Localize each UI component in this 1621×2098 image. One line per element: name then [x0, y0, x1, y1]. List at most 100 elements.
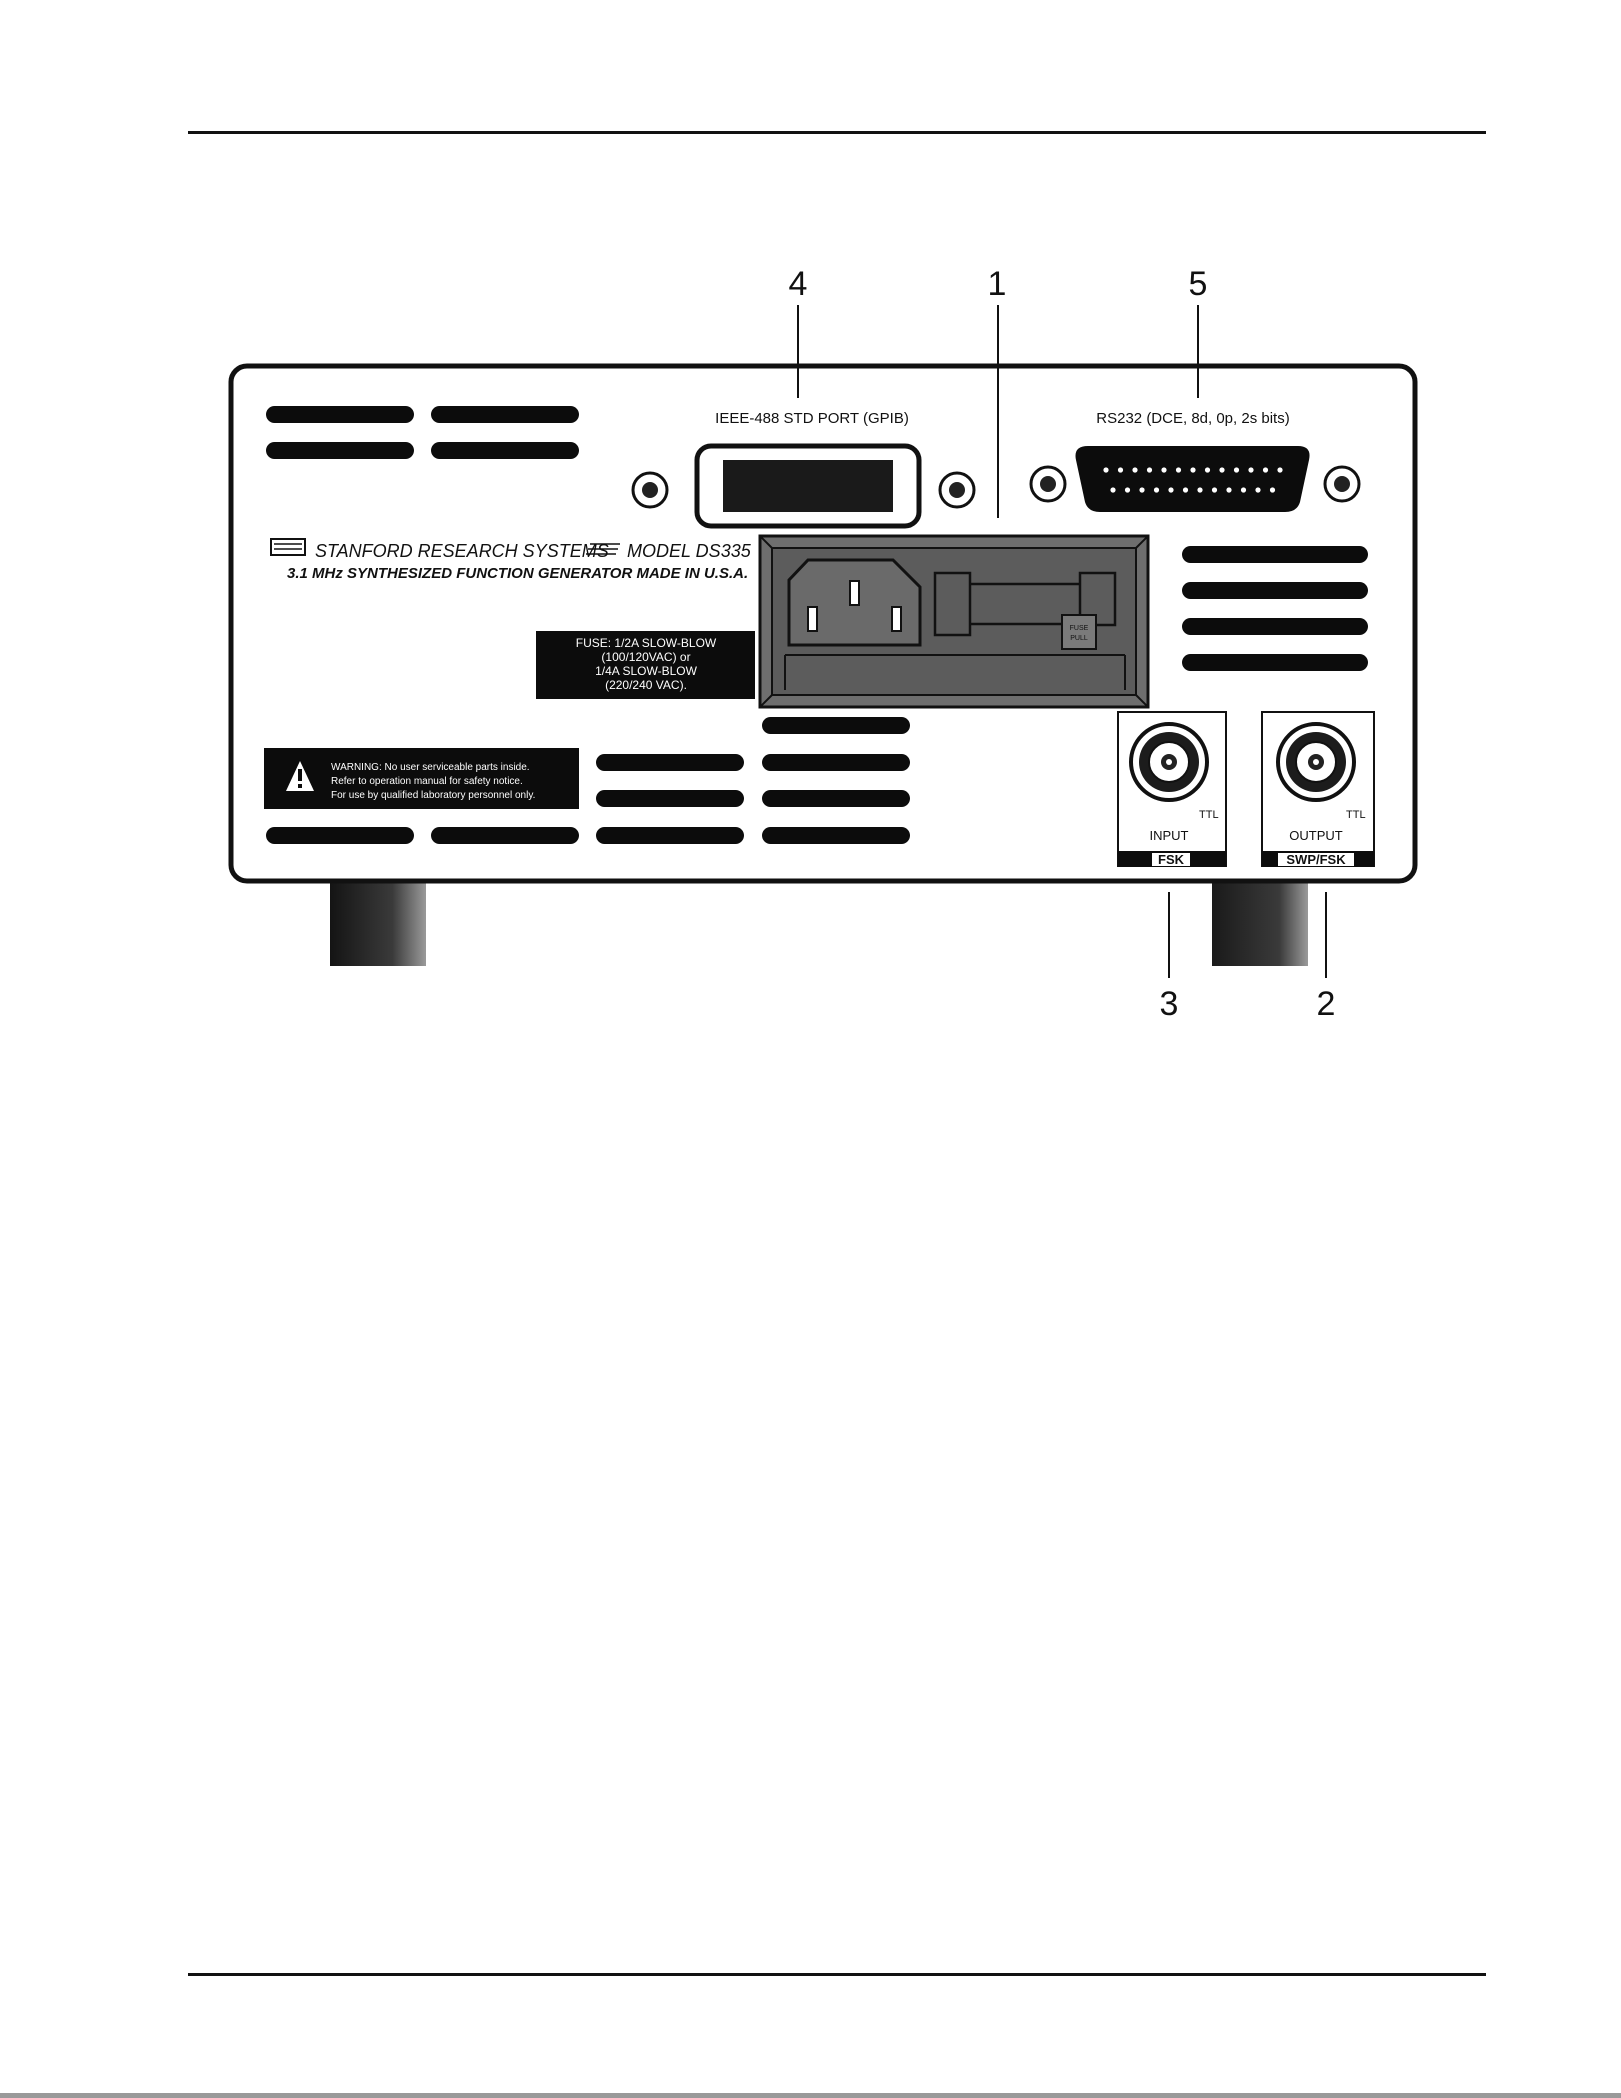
- right-foot: [1212, 882, 1308, 966]
- top-rule: [188, 131, 1486, 134]
- connector-label: INPUT: [1150, 828, 1189, 843]
- fuse-label-line: FUSE: 1/2A SLOW-BLOW: [576, 636, 717, 650]
- vent-slot: [762, 717, 910, 734]
- socket-pin: [849, 580, 860, 606]
- subtitle-line: 3.1 MHz SYNTHESIZED FUNCTION GENERATOR M…: [287, 565, 748, 582]
- ttl-label: TTL: [1346, 809, 1366, 821]
- gpib-connector-face: [723, 460, 893, 512]
- vent-slot: [266, 442, 414, 459]
- fuse-pull-label: FUSE: [1070, 625, 1089, 632]
- vent-slots: [266, 406, 1368, 844]
- gpib-port: [631, 443, 976, 529]
- warning-line: For use by qualified laboratory personne…: [331, 790, 535, 801]
- db25-pin: [1168, 487, 1174, 493]
- callout-4: 4: [789, 265, 808, 303]
- connector-tag: FSK: [1158, 852, 1185, 867]
- vent-slot: [266, 406, 414, 423]
- warning-exclamation-dot: [298, 784, 302, 788]
- fuse-label-box: [536, 631, 755, 699]
- gpib-port-label: IEEE-488 STD PORT (GPIB): [715, 410, 909, 427]
- screw-icon-center: [642, 482, 658, 498]
- srs-logo: [270, 538, 306, 556]
- db25-connector-shell: [1075, 446, 1310, 512]
- ttl-label: TTL: [1199, 809, 1219, 821]
- warning-line: Refer to operation manual for safety not…: [331, 776, 523, 787]
- screw-icon-center: [1040, 476, 1056, 492]
- db25-pin: [1262, 467, 1269, 473]
- fuse-pull-tab: [1061, 614, 1097, 650]
- db25-pin: [1269, 487, 1276, 493]
- db25-pin: [1233, 467, 1240, 473]
- model-line: MODEL DS335: [627, 541, 752, 561]
- warning-label-box: [264, 748, 579, 809]
- output-swp-fsk-connector: TTL OUTPUT SWP/FSK: [1261, 711, 1375, 867]
- socket-pin: [807, 606, 818, 632]
- fuse-pull-label: PULL: [1070, 635, 1088, 642]
- fuse-holder: [1078, 571, 1117, 627]
- db25-pin: [1219, 467, 1225, 473]
- db25-pin: [1248, 467, 1254, 473]
- db25-pin: [1190, 467, 1196, 473]
- vent-slot: [431, 442, 579, 459]
- rs232-port: [1029, 446, 1361, 512]
- rs232-port-label: RS232 (DCE, 8d, 0p, 2s bits): [1096, 410, 1289, 427]
- power-entry-module: FUSE PULL: [758, 534, 1150, 709]
- callout-5: 5: [1189, 265, 1208, 303]
- connector-label: OUTPUT: [1289, 828, 1343, 843]
- vent-slot: [596, 827, 744, 844]
- db25-pin: [1139, 487, 1145, 493]
- rear-panel-diagram: 4 1 5 3 2 IEEE-488 STD PORT (GPIB): [228, 265, 1418, 1023]
- db25-pin: [1255, 487, 1261, 493]
- db25-pin: [1117, 467, 1124, 473]
- left-foot: [330, 882, 426, 966]
- db25-pins: [1103, 467, 1283, 493]
- db25-pin: [1240, 487, 1247, 493]
- socket-pin: [891, 606, 902, 632]
- vent-slot: [431, 827, 579, 844]
- db25-pin: [1277, 467, 1283, 473]
- vent-slot: [1182, 654, 1368, 671]
- db25-pin: [1146, 467, 1153, 473]
- vent-slot: [762, 754, 910, 771]
- db25-pin: [1182, 487, 1189, 493]
- brand-line: STANFORD RESEARCH SYSTEMS: [315, 541, 609, 561]
- fuse-holder: [933, 571, 972, 637]
- db25-pin: [1211, 487, 1218, 493]
- callout-1: 1: [988, 265, 1007, 303]
- input-fsk-connector: TTL INPUT FSK: [1117, 711, 1227, 867]
- page-edge: [0, 2093, 1621, 2098]
- db25-pin: [1204, 467, 1211, 473]
- bottom-rule: [188, 1973, 1486, 1976]
- warning-line: WARNING: No user serviceable parts insid…: [331, 762, 530, 773]
- vent-slot: [762, 790, 910, 807]
- callout-2: 2: [1317, 985, 1336, 1023]
- fuse-label-line: (100/120VAC) or: [601, 650, 690, 664]
- db25-pin: [1175, 467, 1182, 473]
- vent-slot: [1182, 582, 1368, 599]
- db25-pin: [1226, 487, 1232, 493]
- vent-slot: [1182, 546, 1368, 563]
- db25-pin: [1161, 467, 1167, 473]
- vent-slot: [266, 827, 414, 844]
- screw-icon-center: [1334, 476, 1350, 492]
- connector-tag-box: [1152, 853, 1190, 866]
- vent-slot: [762, 827, 910, 844]
- connector-tag-box: [1278, 853, 1354, 866]
- db25-pin: [1124, 487, 1131, 493]
- connector-tag: SWP/FSK: [1286, 852, 1346, 867]
- db25-pin: [1103, 467, 1109, 473]
- db25-pin: [1110, 487, 1116, 493]
- callout-3: 3: [1160, 985, 1179, 1023]
- vent-slot: [596, 754, 744, 771]
- fuse-label-line: (220/240 VAC).: [605, 678, 687, 692]
- db25-pin: [1197, 487, 1203, 493]
- brand-separator-icon: [586, 543, 620, 555]
- db25-pin: [1153, 487, 1160, 493]
- db25-pin: [1132, 467, 1138, 473]
- fuse-label-line: 1/4A SLOW-BLOW: [595, 664, 697, 678]
- warning-exclamation: [298, 769, 302, 781]
- screw-icon-center: [949, 482, 965, 498]
- vent-slot: [431, 406, 579, 423]
- vent-slot: [596, 790, 744, 807]
- vent-slot: [1182, 618, 1368, 635]
